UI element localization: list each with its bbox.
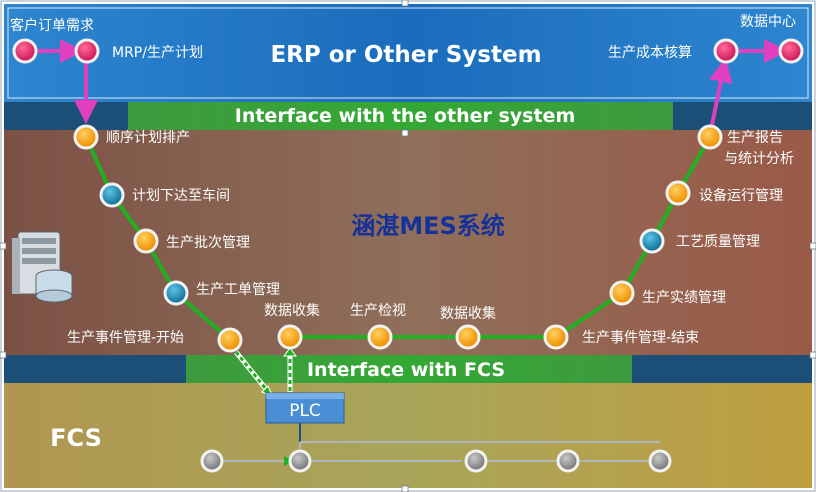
erp-layer (4, 4, 812, 102)
server-database-icon (12, 231, 73, 303)
plc-label: PLC (289, 401, 321, 421)
fcs-device-1 (200, 449, 224, 473)
label-data-center: 数据中心 (740, 14, 796, 30)
label-data-collect-2: 数据收集 (440, 305, 496, 322)
label-mrp: MRP/生产计划 (112, 45, 203, 61)
label-customer-orders: 客户订单需求 (10, 17, 94, 34)
fcs-layer (4, 380, 812, 488)
plc-box (265, 392, 345, 424)
fcs-interface-label: Interface with FCS (307, 359, 505, 381)
label-equipment-mgmt: 设备运行管理 (699, 187, 783, 204)
node-event-end (543, 324, 569, 350)
node-batch-mgmt (133, 228, 159, 254)
fcs-device-3 (464, 449, 488, 473)
node-customer-orders (12, 38, 38, 64)
node-data-collect-1 (277, 324, 303, 350)
node-event-start (217, 327, 243, 353)
label-production-view: 生产检视 (350, 303, 406, 319)
node-performance-mgmt (609, 280, 635, 306)
label-performance-mgmt: 生产实绩管理 (642, 290, 726, 306)
node-cost-accounting (713, 38, 739, 64)
fcs-device-5 (648, 449, 672, 473)
label-report-line1: 生产报告 (727, 130, 783, 146)
plc-dashed-links (234, 347, 297, 397)
node-plan-dispatch (99, 182, 125, 208)
fcs-title: FCS (50, 424, 102, 452)
label-data-collect-1: 数据收集 (264, 302, 320, 319)
node-sequence-plan (73, 124, 99, 150)
label-cost-accounting: 生产成本核算 (608, 45, 692, 61)
node-report-analysis (697, 124, 723, 150)
node-mrp (74, 38, 100, 64)
top-interface-label: Interface with the other system (235, 105, 576, 127)
label-report-line2: 与统计分析 (724, 151, 794, 167)
fcs-device-2 (288, 449, 312, 473)
label-batch-mgmt: 生产批次管理 (166, 235, 250, 251)
fcs-device-4 (556, 449, 580, 473)
node-equipment-mgmt (665, 180, 691, 206)
top-interface-bar (128, 102, 673, 130)
label-sequence-plan: 顺序计划排产 (106, 130, 190, 146)
label-event-end: 生产事件管理-结束 (582, 330, 699, 346)
erp-link-report-cost (709, 58, 733, 126)
node-work-order-mgmt (163, 280, 189, 306)
node-data-center (778, 38, 804, 64)
label-plan-dispatch: 计划下达至车间 (132, 187, 230, 204)
label-event-start: 生产事件管理-开始 (67, 330, 184, 346)
node-data-collect-2 (455, 324, 481, 350)
fcs-device-chain (200, 449, 672, 473)
node-process-quality (639, 228, 665, 254)
erp-title: ERP or Other System (270, 42, 541, 68)
node-production-view (367, 324, 393, 350)
mes-title: 涵湛MES系统 (351, 212, 505, 240)
label-work-order-mgmt: 生产工单管理 (196, 282, 280, 298)
erp-inner-border (7, 7, 809, 99)
label-process-quality: 工艺质量管理 (676, 234, 760, 250)
